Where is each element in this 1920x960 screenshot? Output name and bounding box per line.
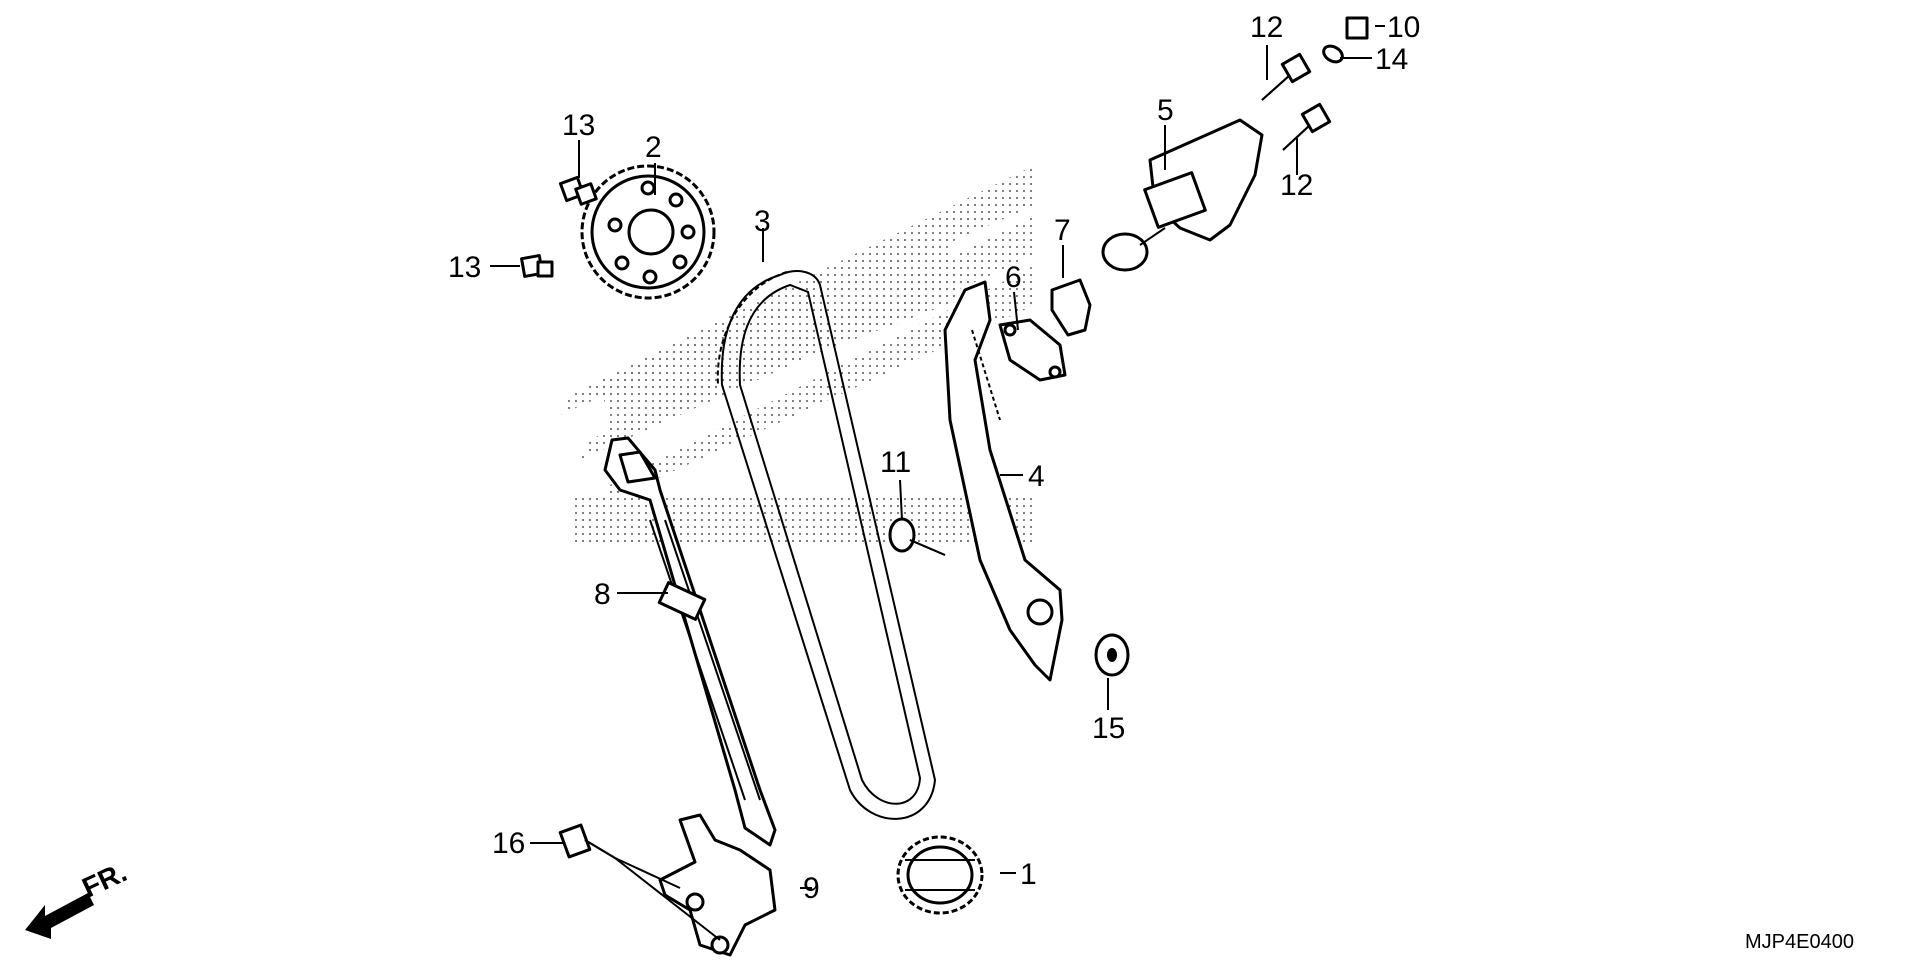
bolt-12-lower-part [1282,102,1332,151]
callout-8: 8 [594,578,611,611]
callout-1: 1 [1020,858,1037,891]
callout-4: 4 [1028,460,1045,493]
diagram-code: MJP4E0400 [1745,931,1854,953]
bolt-12-upper-part [1261,52,1312,101]
callout-10: 10 [1387,11,1420,44]
front-arrow-icon [25,893,94,939]
bracket-part [658,813,777,957]
callout-15: 15 [1092,712,1125,745]
leader-lines [490,25,1385,941]
cam-sprocket-part [580,164,716,300]
callout-16: 16 [492,827,525,860]
callout-11: 11 [880,446,911,479]
bolt-10-part [1345,16,1369,40]
callout-9: 9 [803,872,820,905]
callout-2: 2 [645,131,662,164]
callout-5: 5 [1157,94,1174,127]
callout-14: 14 [1375,43,1408,76]
callout-3: 3 [754,205,771,238]
bolt-13-lower-part [520,254,554,278]
washer-14-part [1322,44,1344,64]
cam-chain-part [716,270,937,820]
callout-13-upper: 13 [562,109,595,142]
bolt-16-part [558,823,616,859]
tensioner-cap-part [1050,278,1092,337]
gasket-part [998,318,1067,382]
callout-7: 7 [1054,214,1071,247]
tensioner-lifter-part [1101,118,1264,272]
washer-15-part [1094,633,1130,677]
callout-12-upper: 12 [1250,11,1283,44]
crank-sprocket-part [896,835,984,915]
tensioner-arm-part [943,280,1064,682]
callout-12-lower: 12 [1280,169,1313,202]
front-direction-marker: FR. [25,856,131,939]
wing-watermark [560,165,1035,545]
chain-guide-part [603,436,777,847]
callout-6: 6 [1005,261,1022,294]
bolt-13-upper-part [558,175,598,206]
callout-13-lower: 13 [448,251,481,284]
